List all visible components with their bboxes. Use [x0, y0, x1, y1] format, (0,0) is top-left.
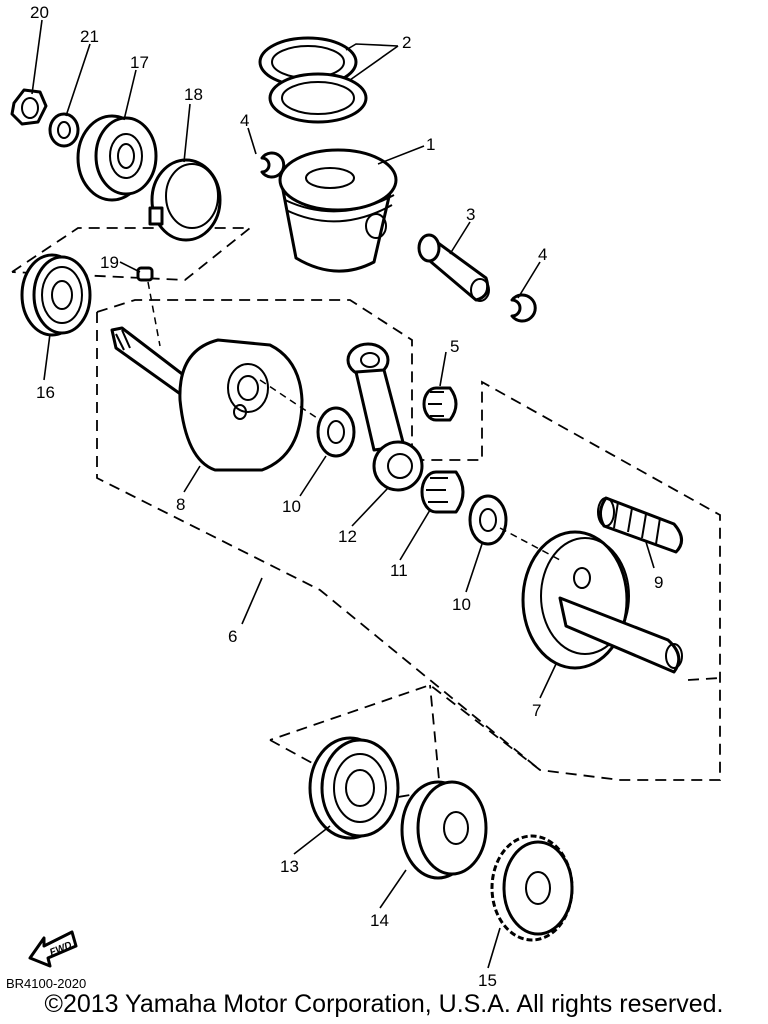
callout-numbers: 20 21 17 18 4 2 1 3 4 19 5 16 8 10 12 11… [30, 3, 663, 990]
callout-15: 15 [478, 971, 497, 990]
callout-1: 1 [426, 135, 435, 154]
connecting-rod [346, 342, 424, 492]
piston [278, 148, 398, 273]
callout-5: 5 [450, 337, 459, 356]
callout-21: 21 [80, 27, 99, 46]
callout-2: 2 [402, 33, 411, 52]
callout-12: 12 [338, 527, 357, 546]
callout-10-upper: 10 [282, 497, 301, 516]
callout-8: 8 [176, 495, 185, 514]
callout-9: 9 [654, 573, 663, 592]
callout-18: 18 [184, 85, 203, 104]
crank-washer-upper [316, 406, 356, 458]
crank-nut [10, 88, 48, 126]
collar [148, 158, 222, 242]
leader-lines [31, 19, 655, 969]
small-end-bearing [422, 386, 458, 422]
piston-pin-clip-upper [260, 151, 286, 179]
callout-16: 16 [36, 383, 55, 402]
woodruff-key [136, 266, 154, 282]
big-end-bearing [420, 470, 465, 514]
oil-seal-right [400, 780, 488, 880]
forward-arrow-icon: FWD [28, 930, 78, 968]
copyright-notice: ©2013 Yamaha Motor Corporation, U.S.A. A… [44, 990, 724, 1018]
primary-drive-gear [490, 834, 574, 942]
callout-19: 19 [100, 253, 119, 272]
callout-6: 6 [228, 627, 237, 646]
crank-washer-lower [468, 494, 508, 546]
callout-4-upper: 4 [240, 111, 249, 130]
crank-right [521, 530, 683, 674]
piston-pin [417, 233, 490, 302]
bearing-right [308, 736, 400, 840]
lock-washer [48, 112, 80, 148]
callout-14: 14 [370, 911, 389, 930]
piston-pin-clip-lower [510, 293, 537, 323]
callout-7: 7 [532, 701, 541, 720]
callout-3: 3 [466, 205, 475, 224]
piston-rings [258, 36, 368, 124]
callout-4-lower: 4 [538, 245, 547, 264]
bearing-left [20, 253, 92, 337]
drawing-code: BR4100-2020 [6, 976, 86, 991]
crank-left [110, 326, 304, 472]
callout-13: 13 [280, 857, 299, 876]
callout-11: 11 [390, 561, 408, 580]
crank-pin [597, 496, 683, 554]
oil-seal-left [76, 114, 158, 202]
callout-17: 17 [130, 53, 149, 72]
callout-20: 20 [30, 3, 49, 22]
callout-10-lower: 10 [452, 595, 471, 614]
